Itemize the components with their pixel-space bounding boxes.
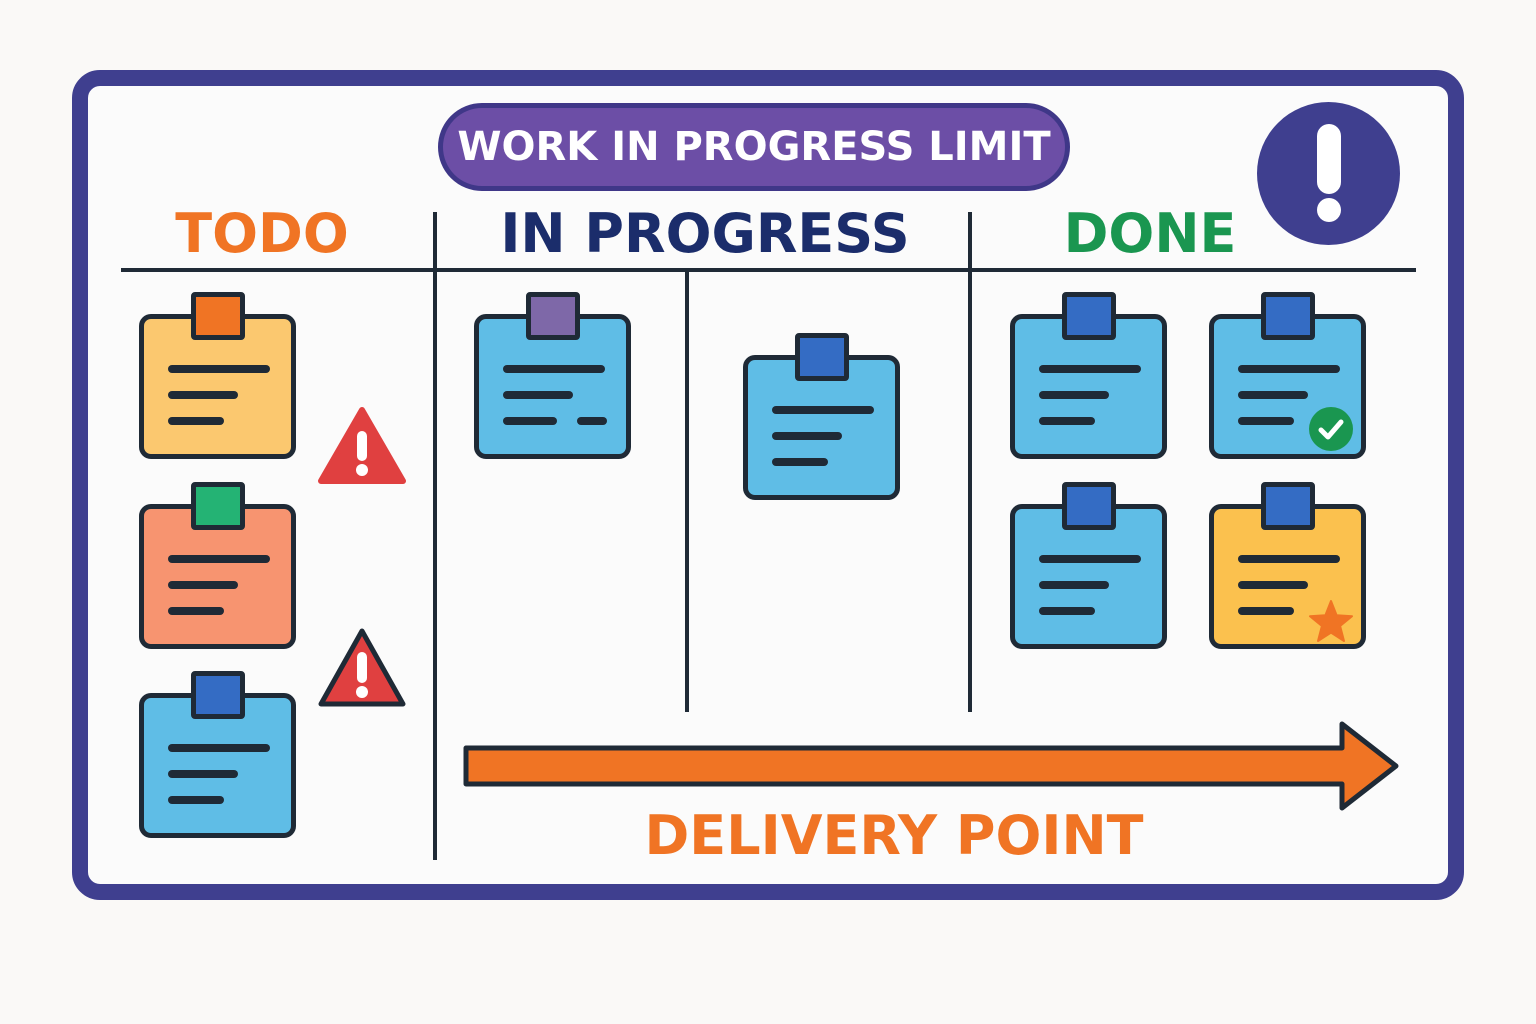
card-text-line	[1039, 555, 1141, 563]
card-text-line	[168, 417, 224, 425]
card-text-line	[168, 391, 238, 399]
column-title-todo: TODO	[175, 201, 349, 265]
column-divider-in-progress-split	[685, 272, 689, 712]
task-card[interactable]	[1209, 292, 1366, 459]
card-text-line	[772, 406, 874, 414]
card-pin	[191, 671, 245, 719]
card-pin	[1261, 292, 1315, 340]
card-pin	[526, 292, 580, 340]
star-icon	[1308, 599, 1354, 647]
card-pin	[1062, 482, 1116, 530]
wip-limit-label: WORK IN PROGRESS LIMIT	[457, 124, 1051, 170]
card-pin	[191, 292, 245, 340]
card-text-line	[1039, 581, 1109, 589]
card-pin	[1062, 292, 1116, 340]
task-card[interactable]	[743, 333, 900, 500]
card-text-line	[503, 365, 605, 373]
card-text-line	[168, 770, 238, 778]
card-text-line	[1238, 555, 1340, 563]
card-text-line	[168, 555, 270, 563]
exclamation-circle-icon	[1257, 102, 1400, 245]
card-text-line	[772, 432, 842, 440]
task-card[interactable]	[474, 292, 631, 459]
card-text-line	[772, 458, 828, 466]
card-pin	[191, 482, 245, 530]
column-divider-todo	[433, 212, 437, 860]
check-circle-icon	[1307, 405, 1355, 457]
card-text-line	[1039, 417, 1095, 425]
card-text-line	[168, 365, 270, 373]
card-pin	[1261, 482, 1315, 530]
card-text-line	[1039, 365, 1141, 373]
warning-triangle-icon	[316, 626, 408, 714]
card-text-line	[503, 391, 573, 399]
task-card[interactable]	[1010, 292, 1167, 459]
card-text-line	[1039, 607, 1095, 615]
header-divider	[121, 268, 1416, 272]
card-text-line	[1238, 365, 1340, 373]
delivery-point-label: DELIVERY POINT	[644, 803, 1144, 867]
warning-triangle-icon	[316, 405, 408, 491]
task-card[interactable]	[1209, 482, 1366, 649]
column-title-in-progress: IN PROGRESS	[500, 201, 910, 265]
card-text-line	[1039, 391, 1109, 399]
card-pin	[795, 333, 849, 381]
task-card[interactable]	[139, 482, 296, 649]
card-text-line	[503, 417, 557, 425]
card-text-line	[168, 607, 224, 615]
card-text-line	[577, 417, 607, 425]
card-text-line	[1238, 391, 1308, 399]
wip-limit-banner: WORK IN PROGRESS LIMIT	[438, 103, 1070, 191]
right-arrow-icon	[460, 718, 1405, 818]
column-divider-done	[968, 212, 972, 712]
task-card[interactable]	[139, 671, 296, 838]
card-text-line	[168, 581, 238, 589]
column-title-done: DONE	[1063, 201, 1237, 265]
task-card[interactable]	[139, 292, 296, 459]
card-text-line	[168, 744, 270, 752]
card-text-line	[1238, 417, 1294, 425]
task-card[interactable]	[1010, 482, 1167, 649]
card-text-line	[1238, 607, 1294, 615]
card-text-line	[168, 796, 224, 804]
card-text-line	[1238, 581, 1308, 589]
